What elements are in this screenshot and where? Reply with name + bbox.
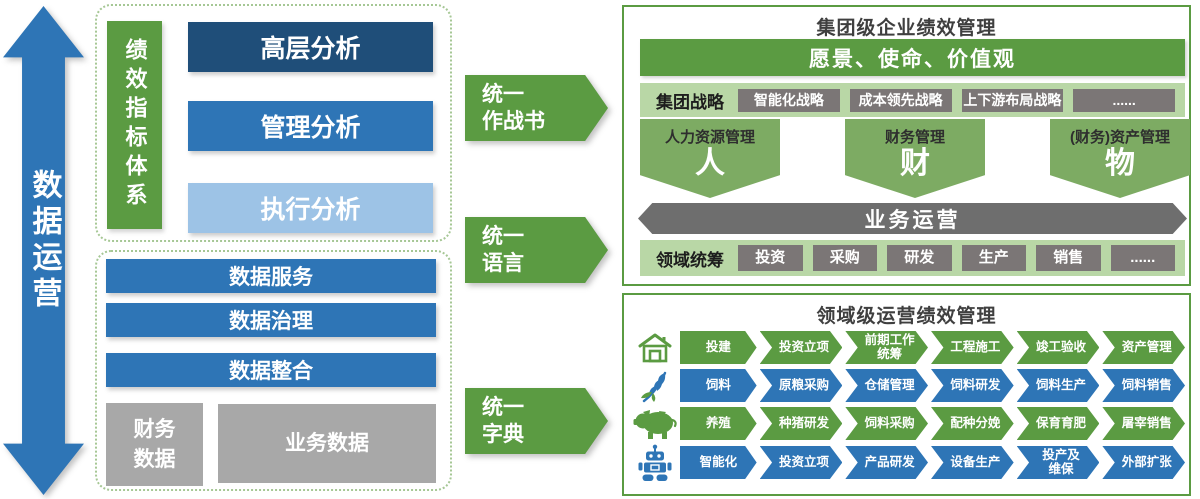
domain-performance-box: 领域级运营绩效管理 投建 投资立项 前期工作 统筹 工程施工 竣工验收 资产管理: [622, 293, 1191, 496]
process-steps: 饲料 原粮采购 仓储管理 饲料研发 饲料生产 饲料销售: [680, 369, 1186, 402]
process-step: 保育育肥: [1016, 407, 1100, 440]
process-step: 竣工验收: [1016, 331, 1100, 364]
unified-language-arrow: 统一 语言: [465, 217, 608, 283]
strategy-chip: ......: [1073, 88, 1175, 112]
house-icon: [632, 329, 678, 367]
process-steps: 智能化 投资立项 产品研发 设备生产 投产及 维保 外部扩张: [680, 446, 1186, 479]
domain-chip: 采购: [812, 245, 877, 271]
pig-icon: [632, 405, 678, 443]
process-step: 屠宰销售: [1102, 407, 1186, 440]
banner-keyword: 财: [900, 147, 930, 180]
process-step: 外部扩张: [1102, 446, 1186, 479]
unified-battle-plan-arrow: 统一 作战书: [465, 75, 608, 141]
data-operation-arrow: 数据运营: [3, 6, 84, 495]
process-step: 资产管理: [1102, 331, 1186, 364]
domain-coordination-strip: 领域统筹 投资 采购 研发 生产 销售 ......: [640, 240, 1185, 276]
data-governance-bar: 数据治理: [106, 303, 436, 337]
domain-chip: 销售: [1036, 245, 1101, 271]
group-performance-box: 集团级企业绩效管理 愿景、使命、价值观 集团战略 智能化战略 成本领先战略 上下…: [622, 5, 1191, 286]
process-step: 设备生产: [931, 446, 1014, 479]
feed-process-row: 饲料 原粮采购 仓储管理 饲料研发 饲料生产 饲料销售: [632, 367, 1186, 405]
process-step: 饲料生产: [1016, 369, 1100, 402]
robot-icon: [632, 444, 678, 482]
intelligence-process-row: 智能化 投资立项 产品研发 设备生产 投产及 维保 外部扩张: [632, 444, 1186, 482]
process-step: 智能化: [680, 446, 757, 479]
process-step: 配种分娩: [931, 407, 1014, 440]
process-step: 投产及 维保: [1016, 446, 1100, 479]
data-integration-bar: 数据整合: [106, 353, 436, 387]
data-service-bar: 数据服务: [106, 259, 436, 293]
process-step: 原粮采购: [759, 369, 843, 402]
kpi-side-label-text: 绩效指标体系: [122, 38, 148, 212]
domain-chip: 投资: [738, 245, 803, 271]
process-step: 饲料: [680, 369, 757, 402]
group-strategy-label: 集团战略: [656, 92, 724, 112]
banner-title: 人力资源管理: [664, 129, 755, 146]
banner-title: (财务)资产管理: [1070, 129, 1170, 146]
data-layer-panel: 数据服务 数据治理 数据整合 财务 数据 业务数据: [95, 250, 452, 491]
process-step: 仓储管理: [845, 369, 929, 402]
process-step: 投建: [680, 331, 757, 364]
business-operation-arrow: 业务运营: [638, 203, 1187, 234]
strategy-chip: 智能化战略: [738, 88, 840, 112]
domain-coordination-label: 领域统筹: [656, 250, 724, 270]
kpi-side-label: 绩效指标体系: [107, 21, 162, 229]
process-steps: 投建 投资立项 前期工作 统筹 工程施工 竣工验收 资产管理: [680, 331, 1186, 364]
construction-process-row: 投建 投资立项 前期工作 统筹 工程施工 竣工验收 资产管理: [632, 329, 1186, 367]
domain-chip: 研发: [887, 245, 952, 271]
arrow-shape: 统一 语言: [465, 217, 608, 283]
strategy-chip: 成本领先战略: [849, 88, 952, 112]
banner-title: 财务管理: [884, 129, 945, 146]
process-step: 投资立项: [759, 446, 843, 479]
business-data-block: 业务数据: [218, 404, 436, 483]
group-box-title: 集团级企业绩效管理: [816, 18, 997, 39]
arrow-shape: 统一 作战书: [465, 75, 608, 141]
banner-keyword: 人: [695, 147, 725, 180]
process-steps: 养殖 种猪研发 饲料采购 配种分娩 保育育肥 屠宰销售: [680, 407, 1186, 440]
hr-management-banner: 人力资源管理 人: [640, 119, 780, 198]
process-step: 前期工作 统筹: [845, 331, 929, 364]
data-operation-label: 数据运营: [27, 169, 61, 313]
domain-chip: ......: [1110, 245, 1175, 271]
process-step: 产品研发: [845, 446, 929, 479]
domain-box-title: 领域级运营绩效管理: [816, 306, 997, 327]
group-strategy-strip: 集团战略 智能化战略 成本领先战略 上下游布局战略 ......: [640, 83, 1185, 117]
process-step: 饲料研发: [931, 369, 1014, 402]
process-step: 工程施工: [931, 331, 1014, 364]
execution-analysis-bar: 执行分析: [188, 183, 433, 233]
process-step: 饲料采购: [845, 407, 929, 440]
process-step: 种猪研发: [759, 407, 843, 440]
process-step: 投资立项: [759, 331, 843, 364]
process-step: 饲料销售: [1102, 369, 1186, 402]
financial-data-block: 财务 数据: [106, 403, 203, 486]
vision-mission-values-bar: 愿景、使命、价值观: [640, 39, 1185, 76]
wheat-icon: [632, 367, 678, 405]
management-analysis-bar: 管理分析: [188, 101, 433, 151]
kpi-system-panel: 绩效指标体系 高层分析 管理分析 执行分析: [95, 4, 452, 242]
asset-management-banner: (财务)资产管理 物: [1050, 119, 1190, 198]
banner-keyword: 物: [1105, 147, 1135, 180]
unified-dictionary-arrow: 统一 字典: [465, 388, 608, 454]
domain-chip: 生产: [961, 245, 1026, 271]
breeding-process-row: 养殖 种猪研发 饲料采购 配种分娩 保育育肥 屠宰销售: [632, 405, 1186, 443]
strategy-chip: 上下游布局战略: [961, 88, 1064, 112]
arrow-shape: 统一 字典: [465, 388, 608, 454]
finance-management-banner: 财务管理 财: [845, 119, 985, 198]
executive-analysis-bar: 高层分析: [188, 22, 433, 72]
process-step: 养殖: [680, 407, 757, 440]
